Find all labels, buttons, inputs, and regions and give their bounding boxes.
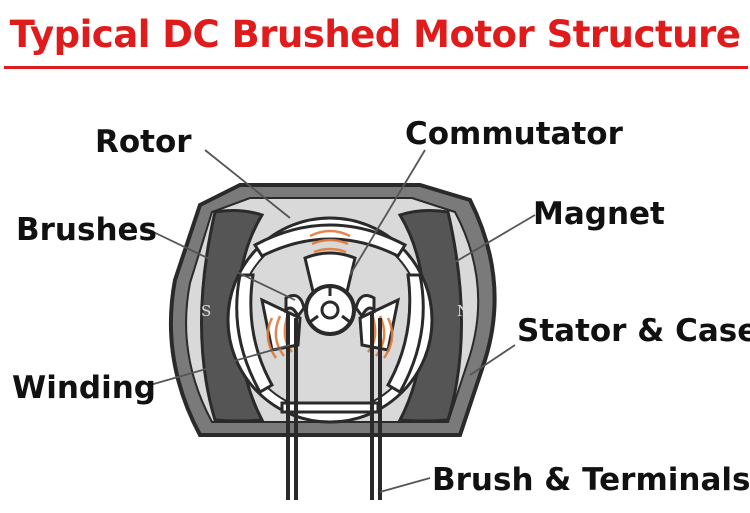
brush-left: [284, 294, 306, 319]
label-brush-terminals: Brush & Terminals: [432, 462, 750, 498]
rotor-shoe-right: [385, 273, 425, 395]
label-magnet: Magnet: [533, 196, 665, 232]
label-rotor: Rotor: [95, 124, 192, 160]
label-brushes: Brushes: [16, 212, 157, 248]
terminal-right: [370, 312, 382, 500]
pole-south: S: [201, 302, 211, 320]
diagram-title: Typical DC Brushed Motor Structure: [9, 13, 741, 56]
rotor-shoe-top: [252, 223, 408, 258]
brush-right: [354, 294, 376, 319]
rotor-shoe-left: [235, 273, 275, 395]
title-underline: [4, 66, 748, 69]
terminal-left: [286, 312, 298, 500]
leader-lines: [144, 149, 536, 493]
pole-north: N: [457, 302, 470, 320]
label-winding: Winding: [12, 370, 156, 406]
shaft: [320, 300, 340, 320]
label-stator-case: Stator & Case: [517, 313, 750, 349]
label-commutator: Commutator: [405, 116, 623, 152]
